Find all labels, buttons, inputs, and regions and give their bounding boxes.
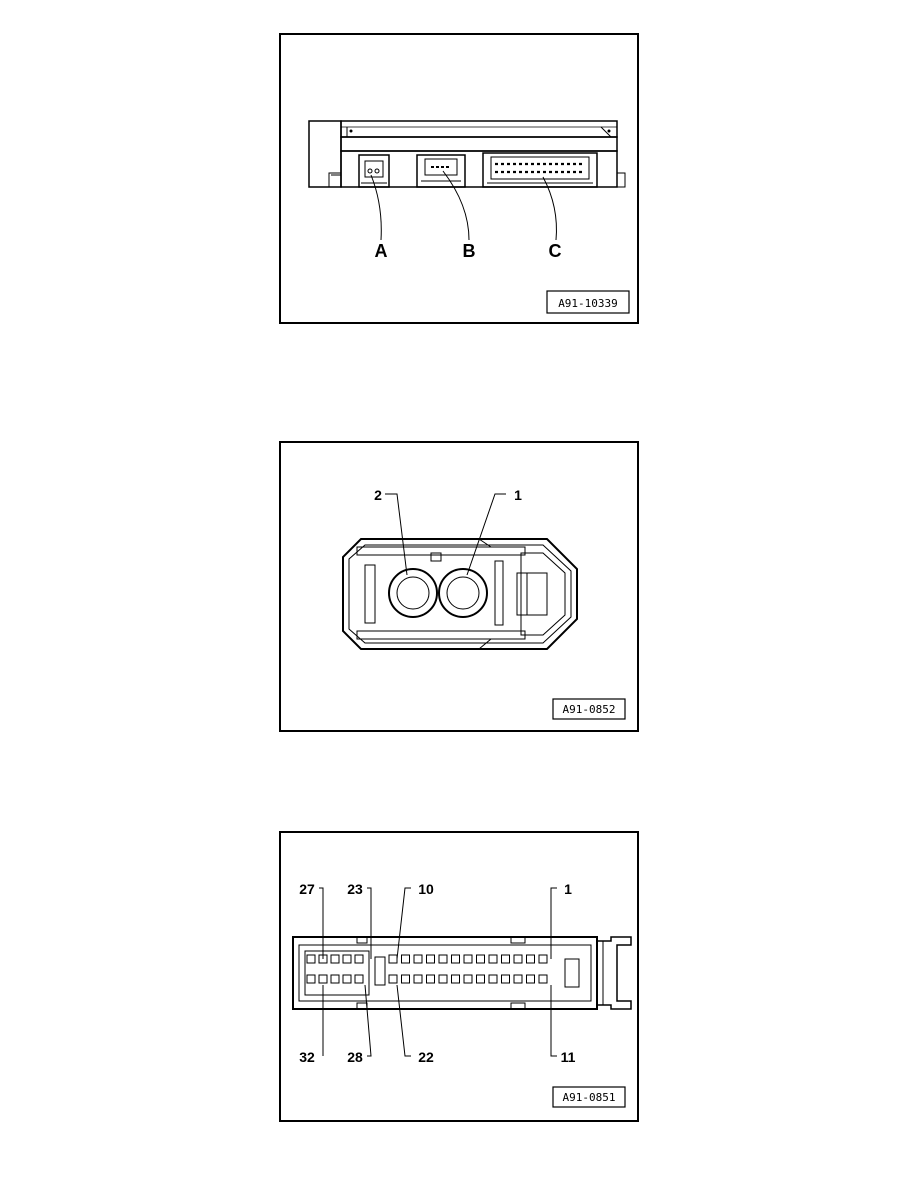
pin-cavity	[318, 974, 328, 984]
callout-b: B	[463, 241, 476, 261]
pin-cavity	[413, 974, 423, 984]
pin-cavity	[476, 974, 485, 984]
pin-cavity	[526, 974, 535, 984]
callout-28: 28	[347, 1049, 363, 1065]
pin-cavity	[513, 974, 523, 984]
pin-cavity	[451, 974, 460, 984]
pin-cavity	[388, 954, 398, 964]
connector-b	[416, 154, 466, 188]
pin-cavity	[426, 954, 435, 964]
leader-27	[319, 887, 324, 959]
callout-32: 32	[299, 1049, 315, 1065]
key-slot	[374, 956, 386, 986]
connector-c	[482, 152, 598, 188]
pin-cavity	[438, 974, 448, 984]
pin-cavity	[342, 974, 352, 984]
leader-28	[364, 984, 372, 1057]
leader-11	[550, 985, 557, 1057]
figure-ref-label: A91-0851	[563, 1091, 616, 1104]
2-pin-connector-drawing: 2 1 A91-0852	[342, 487, 626, 720]
callout-c: C	[549, 241, 562, 261]
callout-23: 23	[347, 881, 363, 897]
pin-cavity	[538, 954, 548, 964]
callout-22: 22	[418, 1049, 434, 1065]
pin-cavity	[488, 954, 498, 964]
leader-22	[396, 984, 411, 1057]
callout-10: 10	[418, 881, 434, 897]
leader-b	[442, 170, 470, 241]
leader-c	[542, 176, 557, 241]
pin-cavity	[463, 954, 473, 964]
pin-cavity	[354, 974, 364, 984]
pin-cavity	[538, 974, 548, 984]
connector-housing	[342, 538, 578, 650]
callout-2: 2	[374, 487, 382, 503]
pin-array	[306, 954, 548, 986]
pin-cavity	[476, 954, 485, 964]
pin-cavity	[501, 954, 510, 964]
pin-cavity	[413, 954, 423, 964]
figure-32-pin-connector: 27 23 10 1 32 28 22 11 A91-0851	[279, 831, 639, 1122]
pin-cavity	[401, 954, 410, 964]
callout-a: A	[375, 241, 388, 261]
pin-cavity	[330, 954, 340, 964]
leader-10	[396, 887, 411, 960]
control-unit-drawing: A B C A91-10339	[308, 120, 630, 314]
figure-ref-box	[552, 698, 626, 720]
pin-cavity	[463, 974, 473, 984]
pin-cavity	[426, 974, 435, 984]
pin-2	[388, 568, 438, 618]
pin-cavity	[354, 954, 364, 964]
figure-ref-box	[546, 290, 630, 314]
figure-ref-label: A91-10339	[558, 297, 618, 310]
leader-23	[367, 887, 372, 959]
pin-cavity	[438, 954, 448, 964]
pin-cavity	[388, 974, 398, 984]
connector-housing	[292, 936, 632, 1010]
leader-a	[370, 174, 382, 241]
pin-cavity	[526, 954, 535, 964]
control-unit-housing	[308, 120, 626, 188]
pin-cavity	[330, 974, 340, 984]
pin-cavity	[306, 974, 316, 984]
callout-11: 11	[561, 1049, 576, 1065]
32-pin-connector-drawing: 27 23 10 1 32 28 22 11 A91-0851	[292, 881, 632, 1108]
callout-27: 27	[299, 881, 315, 897]
leader-1	[466, 493, 506, 576]
callout-1: 1	[514, 487, 522, 503]
pin-1	[438, 568, 488, 618]
pin-cavity	[451, 954, 460, 964]
pin-cavity	[306, 954, 316, 964]
figure-control-unit: A B C A91-10339	[279, 33, 639, 324]
pin-cavity	[513, 954, 523, 964]
callout-1: 1	[564, 881, 572, 897]
figure-ref-label: A91-0852	[563, 703, 616, 716]
leader-2	[385, 493, 408, 576]
leader-1	[550, 887, 557, 959]
pin-cavity	[401, 974, 410, 984]
pin-cavity	[488, 974, 498, 984]
pin-cavity	[501, 974, 510, 984]
figure-ref-box	[552, 1086, 626, 1108]
pin-cavity	[342, 954, 352, 964]
figure-2-pin-connector: 2 1 A91-0852	[279, 441, 639, 732]
